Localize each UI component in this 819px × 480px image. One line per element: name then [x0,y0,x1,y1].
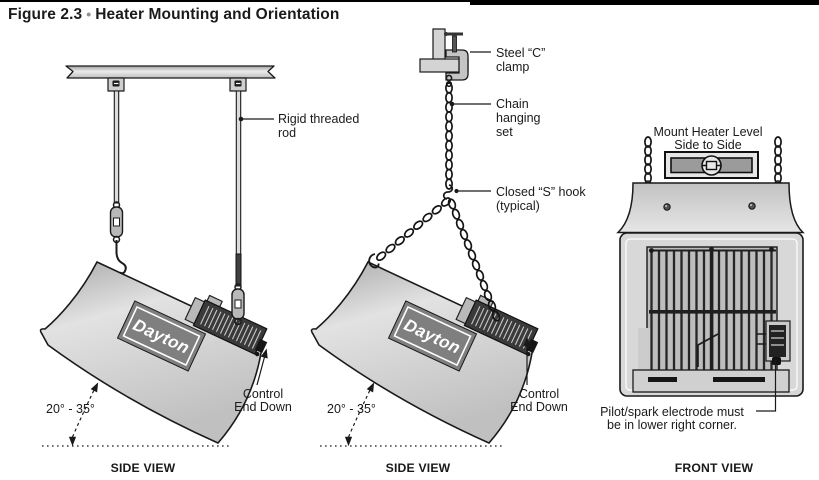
pilot-electrode-label: be in lower right corner. [607,418,737,432]
level-bubble [705,160,718,171]
burner-grill [649,247,776,371]
rod-threaded-section [235,253,242,287]
figure-label: Figure 2.3 [8,6,83,23]
angle-arrow-up [90,380,102,393]
title-bullet: • [86,6,92,22]
leader-pilot-electrode [756,359,777,412]
threaded-rod-right [235,90,242,257]
control-end-label: Control [519,387,559,401]
mount-level-label: Side to Side [674,138,741,152]
leader-dot [238,116,244,122]
figure-title-text: Heater Mounting and Orientation [95,6,340,23]
side-reflector [638,328,652,372]
steel-clamp-label: Steel “C” [496,46,545,60]
housing-screws [663,202,756,211]
sensor-wire [697,333,719,367]
diagram-labels: Rigid threaded rod 20° - 35° Control End… [46,46,763,475]
steel-c-clamp [419,28,469,88]
leader-control-end [256,356,266,386]
heater-top-housing [616,182,805,234]
panel-hook [368,253,380,269]
angle-arrow-down [68,436,77,447]
angle-arc [71,389,95,438]
leader-dot [454,188,459,194]
closed-s-hook [442,184,454,200]
angle-arc [347,389,371,438]
tray-detail [648,377,677,382]
rigid-rod-label: rod [278,126,296,140]
ceiling-channel [65,65,276,79]
steel-clamp-label: clamp [496,60,529,74]
spirit-level [664,151,759,179]
turnbuckle-right [231,283,245,326]
angle-arrow-down [344,436,353,447]
pilot-electrode-label: Pilot/spark electrode must [600,405,744,419]
front-view-diagram [616,136,805,412]
control-end-label: End Down [510,400,568,414]
threaded-rod-left [113,90,120,204]
side-view-rod-diagram: Dayton [39,65,276,447]
s-hook-label: (typical) [496,199,540,213]
control-end-label: End Down [234,400,292,414]
turnbuckle-left [109,201,124,244]
angle-label: 20° - 35° [46,402,95,416]
hanger-hook [115,240,127,275]
rigid-rod-label: Rigid threaded [278,112,359,126]
side-view-chain-diagram: Dayton [310,28,547,447]
s-hook-label: Closed “S” hook [496,185,586,199]
chain-hanging-set [445,82,453,190]
ceiling-bracket-right [229,77,247,92]
leader-dot [449,101,455,107]
chain-v-left [374,195,453,263]
side-view-caption: SIDE VIEW [386,461,451,475]
chain-set-label: set [496,125,513,139]
hanging-chain-right [774,136,782,188]
chain-set-label: Chain [496,97,529,111]
grill-center-divider [709,249,714,371]
top-rule-thin [0,0,470,2]
tray-detail [713,377,765,382]
pilot-spark-electrode [757,320,791,365]
top-rule-thick [470,0,819,5]
side-view-caption: SIDE VIEW [111,461,176,475]
bottom-tray [632,369,790,393]
chain-set-label: hanging [496,111,541,125]
control-end-label: Control [243,387,283,401]
figure-title: Figure 2.3•Heater Mounting and Orientati… [8,6,339,24]
mount-level-label: Mount Heater Level [653,125,762,139]
angle-label: 20° - 35° [327,402,376,416]
front-view-caption: FRONT VIEW [675,461,754,475]
ceiling-bracket-left [107,77,125,92]
hanging-chain-left [644,136,652,188]
